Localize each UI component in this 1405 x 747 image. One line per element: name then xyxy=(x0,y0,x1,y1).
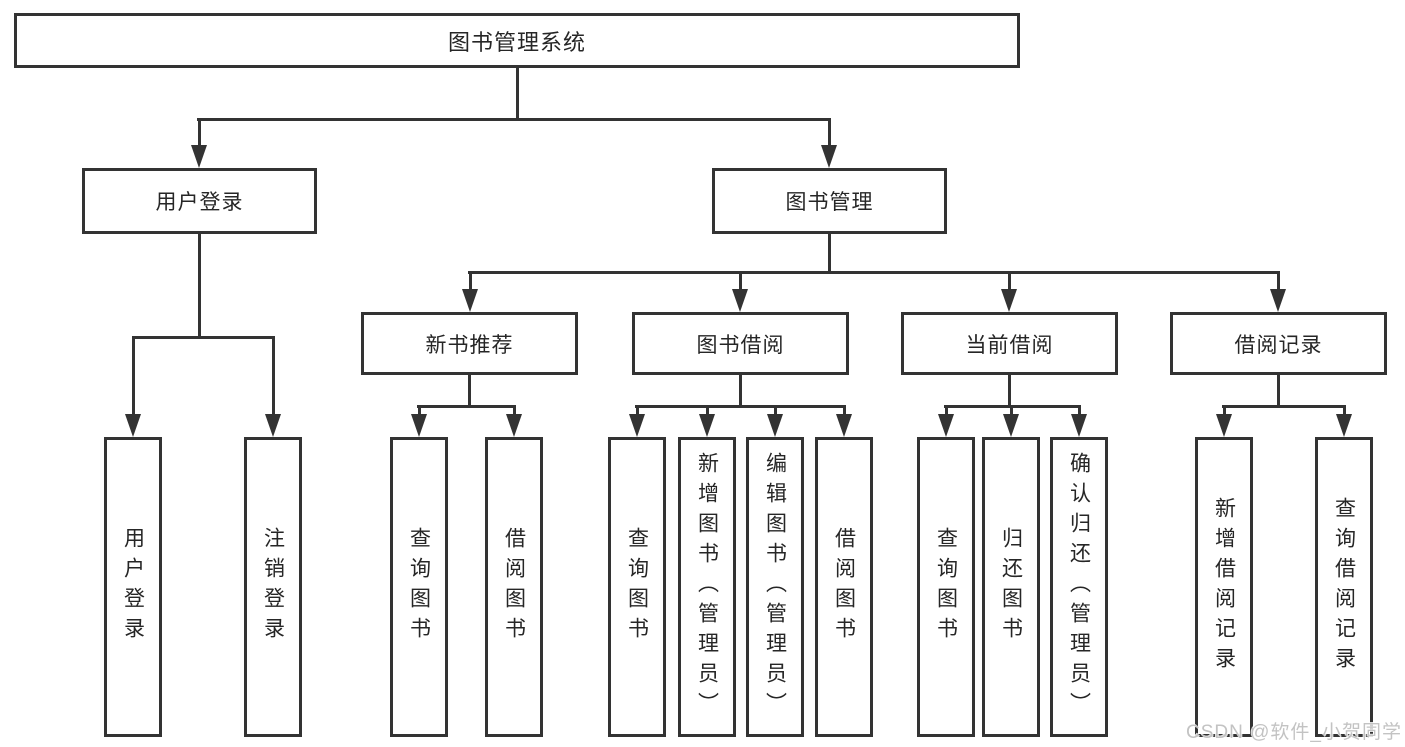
connector-line xyxy=(774,405,777,416)
connector-line xyxy=(706,405,709,416)
leaf-label: 注销登录 xyxy=(261,527,285,647)
arrowhead-icon xyxy=(411,414,427,437)
leaf-query-books-recommend: 查询图书 xyxy=(390,437,448,737)
connector-line xyxy=(132,336,135,416)
leaf-edit-books-admin: 编辑图书（管理员） xyxy=(746,437,804,737)
leaf-query-books-borrow: 查询图书 xyxy=(608,437,666,737)
arrowhead-icon xyxy=(767,414,783,437)
connector-line xyxy=(132,336,275,339)
arrowhead-icon xyxy=(191,145,207,168)
connector-line xyxy=(1078,405,1081,416)
arrowhead-icon xyxy=(506,414,522,437)
arrowhead-icon xyxy=(1003,414,1019,437)
connector-line xyxy=(198,118,201,148)
connector-line xyxy=(945,405,948,416)
leaf-label: 归还图书 xyxy=(999,527,1023,647)
connector-line xyxy=(636,405,639,416)
arrowhead-icon xyxy=(938,414,954,437)
leaf-query-books-current: 查询图书 xyxy=(917,437,975,737)
leaf-label: 新增图书（管理员） xyxy=(695,452,719,722)
leaf-logout: 注销登录 xyxy=(244,437,302,737)
leaf-label: 用户登录 xyxy=(121,527,145,647)
connector-line xyxy=(516,68,519,118)
leaf-add-borrow-record: 新增借阅记录 xyxy=(1195,437,1253,737)
connector-line xyxy=(1277,375,1280,405)
leaf-label: 确认归还（管理员） xyxy=(1067,452,1091,722)
arrowhead-icon xyxy=(265,414,281,437)
leaf-borrow-books-recommend: 借阅图书 xyxy=(485,437,543,737)
connector-line xyxy=(1223,405,1226,416)
leaf-label: 借阅图书 xyxy=(502,527,526,647)
connector-line xyxy=(469,271,472,291)
node-user-login: 用户登录 xyxy=(82,168,317,234)
arrowhead-icon xyxy=(1071,414,1087,437)
arrowhead-icon xyxy=(821,145,837,168)
connector-line xyxy=(468,375,471,405)
connector-line xyxy=(1277,271,1280,291)
node-book-management: 图书管理 xyxy=(712,168,947,234)
node-book-borrow: 图书借阅 xyxy=(632,312,849,375)
connector-line xyxy=(272,336,275,416)
connector-line xyxy=(1008,375,1011,405)
leaf-label: 编辑图书（管理员） xyxy=(763,452,787,722)
arrowhead-icon xyxy=(629,414,645,437)
arrowhead-icon xyxy=(462,289,478,312)
watermark: CSDN @软件_小贺同学 xyxy=(1186,722,1402,743)
leaf-label: 查询图书 xyxy=(407,527,431,647)
connector-line xyxy=(1222,405,1346,408)
connector-line xyxy=(198,234,201,336)
leaf-label: 查询图书 xyxy=(625,527,649,647)
leaf-label: 查询借阅记录 xyxy=(1332,497,1356,677)
node-current-borrow: 当前借阅 xyxy=(901,312,1118,375)
leaf-confirm-return-admin: 确认归还（管理员） xyxy=(1050,437,1108,737)
connector-line xyxy=(513,405,516,416)
arrowhead-icon xyxy=(1001,289,1017,312)
connector-line xyxy=(468,271,1280,274)
connector-line xyxy=(828,118,831,148)
connector-line xyxy=(635,405,846,408)
leaf-user-login: 用户登录 xyxy=(104,437,162,737)
arrowhead-icon xyxy=(732,289,748,312)
arrowhead-icon xyxy=(1216,414,1232,437)
node-library-system: 图书管理系统 xyxy=(14,13,1020,68)
connector-line xyxy=(1008,271,1011,291)
connector-line xyxy=(739,271,742,291)
connector-line xyxy=(418,405,421,416)
leaf-return-books: 归还图书 xyxy=(982,437,1040,737)
connector-line xyxy=(197,118,831,121)
arrowhead-icon xyxy=(699,414,715,437)
leaf-label: 查询图书 xyxy=(934,527,958,647)
connector-line xyxy=(1343,405,1346,416)
leaf-label: 新增借阅记录 xyxy=(1212,497,1236,677)
leaf-query-borrow-record: 查询借阅记录 xyxy=(1315,437,1373,737)
node-borrow-record: 借阅记录 xyxy=(1170,312,1387,375)
leaf-borrow-books: 借阅图书 xyxy=(815,437,873,737)
node-new-book-recommend: 新书推荐 xyxy=(361,312,578,375)
arrowhead-icon xyxy=(1336,414,1352,437)
connector-line xyxy=(843,405,846,416)
connector-line xyxy=(739,375,742,405)
leaf-add-books-admin: 新增图书（管理员） xyxy=(678,437,736,737)
connector-line xyxy=(417,405,515,408)
leaf-label: 借阅图书 xyxy=(832,527,856,647)
connector-line xyxy=(828,234,831,271)
arrowhead-icon xyxy=(1270,289,1286,312)
arrowhead-icon xyxy=(125,414,141,437)
arrowhead-icon xyxy=(836,414,852,437)
connector-line xyxy=(1010,405,1013,416)
